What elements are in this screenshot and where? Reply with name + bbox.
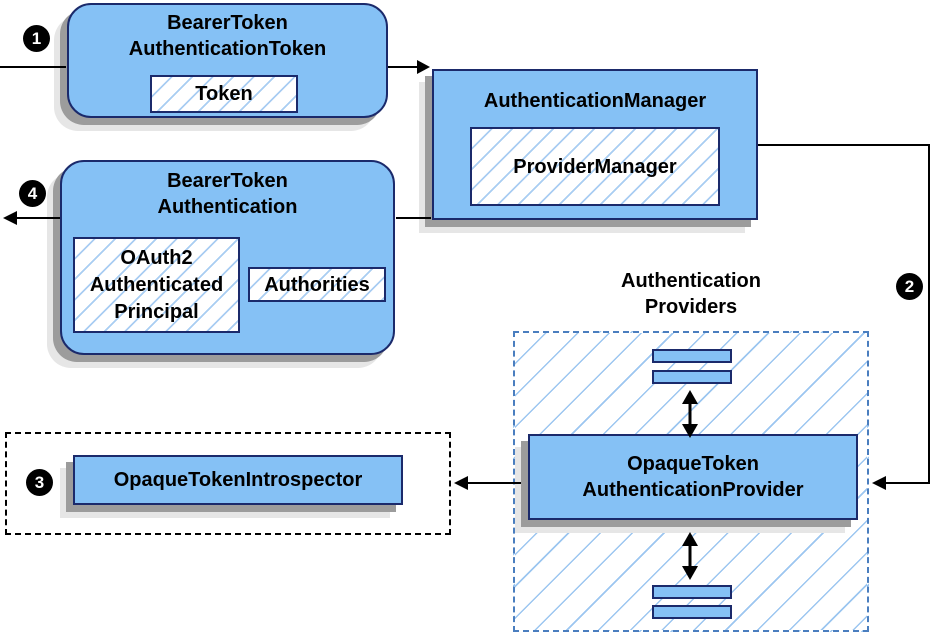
step-badge-4: 4: [19, 180, 46, 207]
step-badge-2: 2: [896, 273, 923, 300]
arrow-authentication-out-head: [3, 211, 17, 225]
step-number: 3: [34, 473, 45, 492]
step-badge-3: 3: [26, 469, 53, 496]
node-opaque-token-authentication-provider: OpaqueToken AuthenticationProvider: [528, 434, 858, 520]
provider-stack-rect: [652, 349, 732, 363]
node-bearer-token-authentication-title: BearerToken Authentication: [60, 168, 395, 220]
principal-line: Authenticated: [89, 273, 224, 296]
title-line: Authentication: [621, 270, 761, 292]
oauth2-authenticated-principal-subbox: OAuth2 Authenticated Principal: [73, 237, 240, 333]
token-subbox: Token: [150, 75, 298, 113]
provider-stack-rect: [652, 605, 732, 619]
node-authentication-manager-title: AuthenticationManager: [432, 88, 758, 114]
node-bearer-token-authentication-token-title: BearerToken AuthenticationToken: [67, 10, 388, 62]
provider-stack-rect: [652, 370, 732, 384]
title-line: BearerToken: [167, 170, 288, 192]
step-number: 2: [904, 277, 915, 296]
authorities-label: Authorities: [264, 273, 370, 296]
provider-stack-rect: [652, 585, 732, 599]
authentication-providers-title: Authentication Providers: [513, 268, 869, 320]
authorities-subbox: Authorities: [248, 267, 386, 302]
provider-manager-subbox: ProviderManager: [470, 127, 720, 206]
principal-line: OAuth2: [120, 246, 193, 269]
provider-line: OpaqueToken: [627, 453, 759, 475]
step-number: 1: [31, 29, 42, 48]
provider-manager-label: ProviderManager: [513, 155, 677, 178]
token-label: Token: [195, 83, 253, 105]
arrow-provider-to-introspector-head: [454, 476, 468, 490]
arrow-manager-to-provider-head: [872, 476, 886, 490]
title-line: AuthenticationManager: [483, 90, 707, 112]
title-line: Authentication: [157, 196, 298, 218]
introspector-dashed-group: [5, 432, 451, 535]
node-opaque-token-introspector: OpaqueTokenIntrospector: [73, 455, 403, 505]
arrow-token-to-manager-head: [417, 60, 430, 74]
provider-line: AuthenticationProvider: [582, 479, 804, 501]
step-number: 4: [27, 184, 38, 203]
title-line: BearerToken: [167, 12, 288, 34]
opaque-token-introspector-label: OpaqueTokenIntrospector: [113, 468, 363, 491]
title-line: Providers: [644, 296, 738, 318]
step-badge-1: 1: [23, 25, 50, 52]
principal-line: Principal: [114, 300, 199, 323]
title-line: AuthenticationToken: [128, 38, 327, 60]
